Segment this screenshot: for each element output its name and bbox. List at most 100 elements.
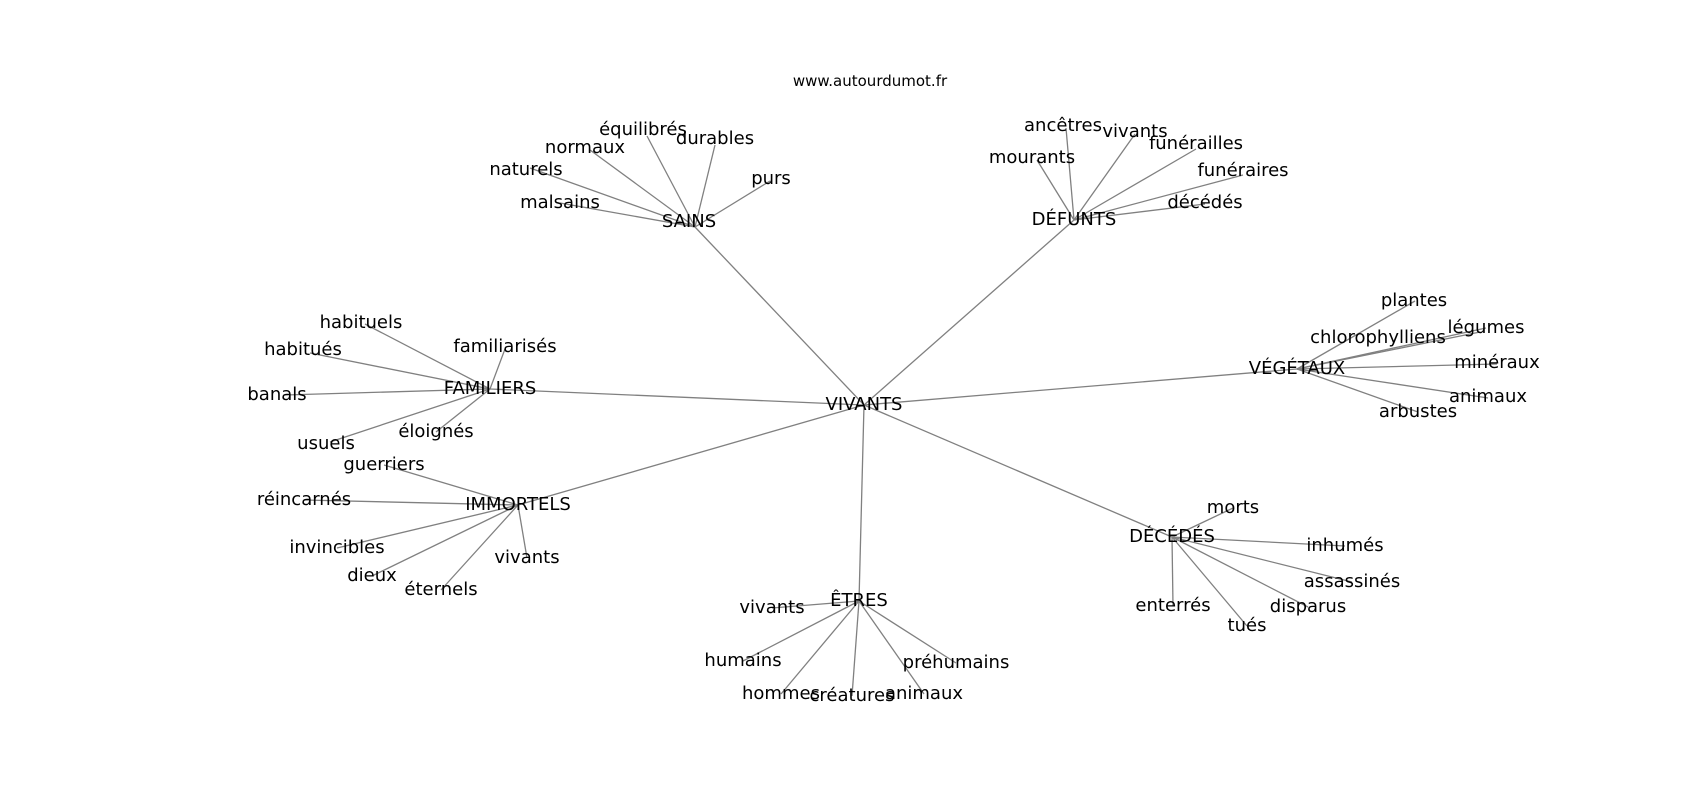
leaf-node: funéraires (1197, 160, 1288, 181)
group-node: FAMILIERS (444, 378, 537, 399)
leaf-node: animaux (1449, 386, 1527, 407)
leaf-node: durables (676, 128, 754, 149)
edge-center-3 (489, 388, 865, 406)
edge-4-4 (440, 504, 519, 591)
edge-5-1 (1171, 536, 1346, 547)
edge-4-3 (371, 504, 519, 577)
edge-6-4 (858, 600, 925, 695)
leaf-node: inhumés (1306, 535, 1383, 556)
group-node: IMMORTELS (465, 494, 571, 515)
edge-center-6 (858, 404, 865, 602)
edge-5-4 (1171, 536, 1248, 627)
leaf-node: disparus (1270, 596, 1346, 617)
leaf-node: plantes (1381, 290, 1447, 311)
group-node: DÉCÉDÉS (1129, 525, 1215, 547)
leaf-node: hommes (742, 683, 820, 704)
edge-1-1 (1073, 133, 1136, 221)
edge-center-4 (517, 404, 865, 506)
leaf-node: éloignés (398, 421, 473, 442)
edge-center-2 (863, 368, 1298, 406)
edge-0-3 (589, 149, 696, 228)
edge-6-0 (771, 600, 860, 609)
leaf-node: réincarnés (257, 489, 351, 510)
edge-2-4 (1296, 368, 1489, 399)
leaf-node: animaux (885, 683, 963, 704)
group-node: VÉGÉTAUX (1249, 357, 1345, 379)
leaf-node: créatures (810, 685, 895, 706)
group-node: DÉFUNTS (1032, 208, 1117, 230)
edge-2-2 (1296, 327, 1487, 370)
leaf-node: préhumains (903, 652, 1010, 673)
leaf-node: enterrés (1135, 595, 1210, 616)
edge-0-1 (694, 144, 716, 228)
edge-1-3 (1073, 174, 1244, 221)
group-node: SAINS (662, 211, 716, 232)
edge-6-5 (858, 600, 957, 664)
edge-1-0 (1065, 127, 1075, 221)
center-node: VIVANTS (826, 394, 903, 415)
leaf-node: naturels (489, 159, 562, 180)
leaf-node: usuels (297, 433, 355, 454)
leaf-node: éternels (404, 579, 477, 600)
edge-3-3 (284, 388, 491, 396)
leaf-node: funérailles (1149, 133, 1243, 154)
leaf-node: tués (1228, 615, 1267, 636)
leaf-node: assassinés (1304, 571, 1400, 592)
edge-0-0 (694, 180, 771, 228)
edge-4-1 (303, 499, 519, 506)
edge-3-1 (309, 352, 491, 390)
edge-3-2 (489, 348, 506, 390)
edge-center-1 (863, 219, 1075, 406)
edge-5-2 (1171, 536, 1353, 583)
leaf-node: ancêtres (1024, 115, 1102, 136)
edge-0-4 (529, 167, 696, 228)
leaf-node: minéraux (1454, 352, 1540, 373)
edges (284, 127, 1498, 697)
edge-4-5 (517, 504, 528, 559)
leaf-node: normaux (545, 137, 625, 158)
leaf-node: mourants (989, 147, 1075, 168)
edge-3-4 (435, 388, 491, 433)
leaf-node: vivants (494, 547, 559, 568)
edge-2-0 (1296, 300, 1416, 370)
edge-1-2 (1073, 148, 1197, 221)
leaf-node: morts (1207, 497, 1259, 518)
leaf-node: banals (247, 384, 306, 405)
leaf-node: chlorophylliens (1310, 327, 1446, 348)
edge-5-3 (1171, 536, 1309, 608)
edge-3-0 (364, 323, 491, 390)
leaf-node: guerriers (343, 454, 424, 475)
leaf-node: malsains (520, 192, 600, 213)
leaf-node: habitués (264, 339, 342, 360)
leaf-node: arbustes (1379, 401, 1457, 422)
edge-3-5 (329, 388, 491, 443)
edge-center-5 (863, 404, 1173, 538)
edge-6-2 (780, 600, 860, 695)
edge-2-5 (1296, 368, 1419, 413)
edge-0-2 (646, 135, 696, 228)
source-url: www.autourdumot.fr (792, 72, 948, 90)
leaf-node: invincibles (289, 537, 384, 558)
leaf-node: décédés (1167, 192, 1242, 213)
edge-4-2 (336, 504, 519, 549)
edge-6-1 (742, 600, 860, 662)
leaf-node: familiarisés (453, 336, 556, 357)
leaf-node: légumes (1448, 317, 1525, 338)
leaf-node: habituels (320, 312, 403, 333)
leaf-node: dieux (347, 565, 397, 586)
edge-5-5 (1171, 536, 1174, 607)
leaf-node: vivants (739, 597, 804, 618)
edge-2-3 (1296, 363, 1498, 370)
leaf-node: humains (704, 650, 781, 671)
edge-5-0 (1171, 507, 1234, 538)
edge-0-5 (559, 202, 696, 228)
edge-1-4 (1073, 203, 1206, 221)
edge-1-5 (1036, 159, 1075, 221)
edge-center-0 (694, 226, 865, 406)
leaf-node: purs (751, 168, 791, 189)
edge-4-0 (383, 464, 519, 506)
edge-6-3 (851, 600, 860, 697)
leaf-node: équilibrés (599, 119, 687, 140)
labels: VIVANTS SAINS purs durableséquilibrésnormau… (247, 115, 1540, 706)
